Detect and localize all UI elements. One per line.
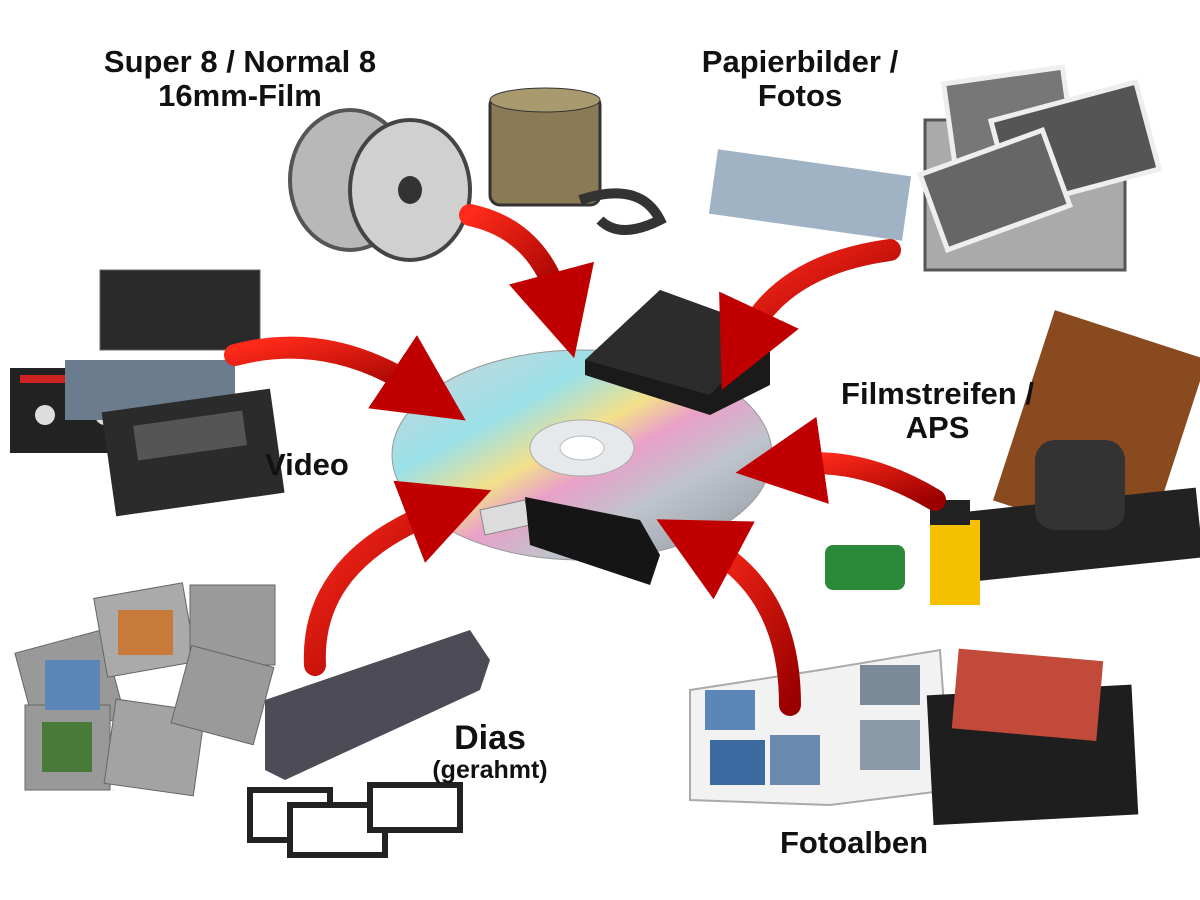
label-film-line2: 16mm-Film	[158, 78, 322, 114]
usb-stick-image	[479, 497, 660, 585]
label-filmstrips-line2: APS	[905, 410, 970, 446]
label-video: Video	[265, 447, 349, 482]
photo-albums-image	[689, 648, 1139, 826]
label-slides-line2: (gerahmt)	[432, 756, 548, 785]
arrow-video-to-cd	[224, 335, 466, 421]
arrow-albums-to-cd	[656, 519, 801, 716]
arrow-slides-to-cd	[303, 480, 492, 676]
video-cassettes-image	[10, 269, 285, 517]
label-slides: Dias (gerahmt)	[410, 719, 570, 785]
label-albums: Fotoalben	[780, 825, 929, 860]
label-film: Super 8 / Normal 8 16mm-Film	[60, 44, 420, 114]
filmstrips-image	[825, 310, 1200, 605]
film-reels-image	[288, 87, 667, 262]
arrow-film-to-cd	[459, 204, 594, 359]
label-slides-line1: Dias	[454, 719, 526, 757]
arrow-filmstrips-to-cd	[735, 416, 946, 511]
arrow-photos-to-drive	[719, 239, 901, 390]
photos-tin-image	[703, 64, 1163, 272]
label-photos: Papierbilder / Fotos	[680, 44, 920, 114]
label-photos-line2: Fotos	[757, 78, 843, 114]
label-film-line1: Super 8 / Normal 8	[103, 44, 377, 79]
slides-image	[14, 582, 490, 858]
label-filmstrips: Filmstreifen / APS	[815, 376, 1060, 446]
label-filmstrips-line1: Filmstreifen /	[841, 376, 1034, 411]
label-photos-line1: Papierbilder /	[701, 44, 899, 79]
